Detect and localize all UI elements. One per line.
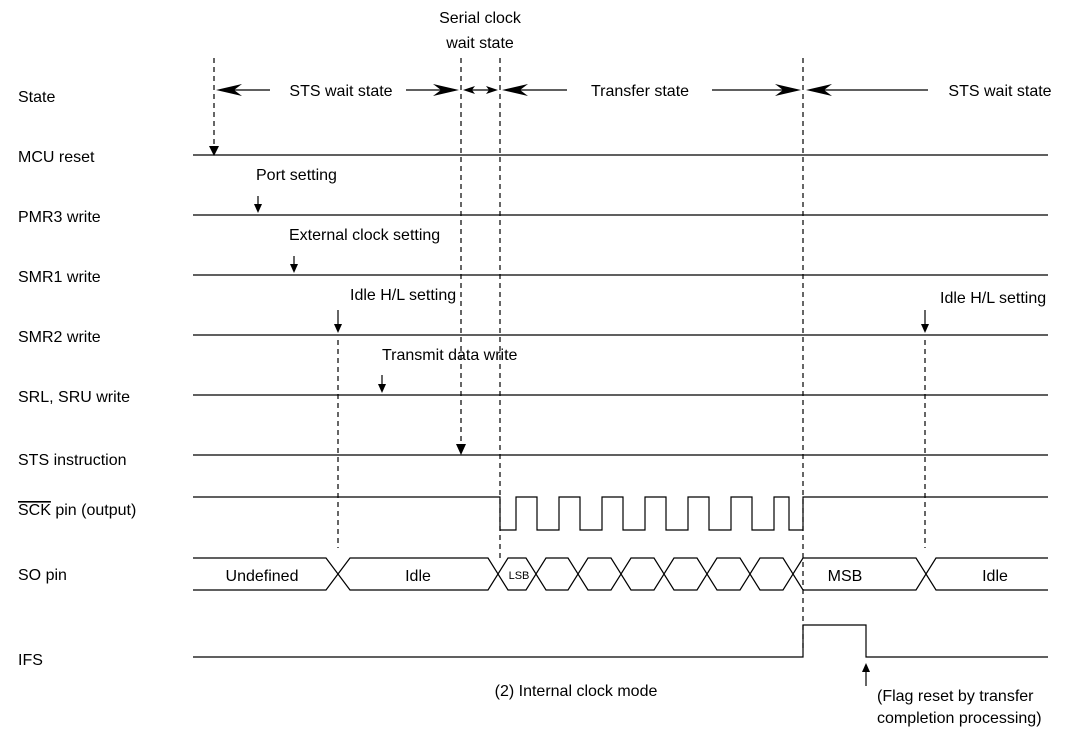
signal-lines bbox=[193, 154, 1048, 456]
vertical-dashed-lines bbox=[209, 58, 926, 650]
state-arrowhead-serial-right bbox=[486, 86, 498, 94]
state-label-sts-wait-2: STS wait state bbox=[948, 83, 1051, 100]
footnote-arrow-up bbox=[862, 663, 870, 672]
row-label-pmr3-write: PMR3 write bbox=[18, 209, 101, 226]
serial-clock-wait-label-line2: wait state bbox=[445, 35, 514, 52]
so-value-idle-1: Idle bbox=[405, 568, 431, 585]
arrow-transmit-data-write bbox=[378, 384, 386, 393]
state-arrowhead-transfer-left bbox=[502, 84, 528, 96]
state-arrowhead-serial-left bbox=[463, 86, 475, 94]
so-value-msb: MSB bbox=[828, 568, 863, 585]
annotation-idle-hl-setting-2: Idle H/L setting bbox=[940, 290, 1046, 307]
state-arrowhead-left-1 bbox=[216, 84, 242, 96]
row-label-ifs: IFS bbox=[18, 652, 43, 669]
arrow-idle-hl-setting-1 bbox=[334, 324, 342, 333]
sts-instruction-arrowhead bbox=[456, 444, 466, 455]
row-label-srl-sru-write: SRL, SRU write bbox=[18, 389, 130, 406]
annotation-port-setting: Port setting bbox=[256, 167, 337, 184]
state-label-transfer: Transfer state bbox=[591, 83, 689, 100]
row-label-smr1-write: SMR1 write bbox=[18, 269, 101, 286]
annotation-transmit-data-write: Transmit data write bbox=[382, 347, 518, 364]
row-label-state: State bbox=[18, 89, 55, 106]
so-value-idle-2: Idle bbox=[982, 568, 1008, 585]
row-label-mcu-reset: MCU reset bbox=[18, 149, 95, 166]
row-labels: State MCU reset PMR3 write SMR1 write SM… bbox=[18, 89, 136, 669]
annotations: Port setting External clock setting Idle… bbox=[254, 167, 1046, 393]
arrow-port-setting bbox=[254, 204, 262, 213]
footnote-line2: completion processing) bbox=[877, 710, 1042, 727]
caption: (2) Internal clock mode bbox=[495, 683, 658, 700]
so-pin-waveform: Undefined Idle LSB MSB Idle bbox=[193, 557, 1048, 591]
state-arrowhead-transfer-right bbox=[775, 84, 801, 96]
mcu-reset-arrowhead bbox=[209, 146, 219, 156]
ifs-waveform bbox=[193, 624, 1048, 658]
state-arrowhead-left-2 bbox=[806, 84, 832, 96]
state-arrowhead-right-1 bbox=[433, 84, 459, 96]
state-label-sts-wait-1: STS wait state bbox=[289, 83, 392, 100]
annotation-external-clock-setting: External clock setting bbox=[289, 227, 440, 244]
arrow-external-clock-setting bbox=[290, 264, 298, 273]
sck-rest: pin (output) bbox=[51, 502, 136, 519]
state-row: STS wait state Transfer state STS wait s… bbox=[216, 83, 1052, 100]
row-label-sts-instruction: STS instruction bbox=[18, 452, 126, 469]
row-label-smr2-write: SMR2 write bbox=[18, 329, 101, 346]
sck-waveform bbox=[193, 496, 1048, 531]
annotation-idle-hl-setting-1: Idle H/L setting bbox=[350, 287, 456, 304]
row-label-so-pin: SO pin bbox=[18, 567, 67, 584]
footnote-line1: (Flag reset by transfer bbox=[877, 688, 1034, 705]
so-value-undefined: Undefined bbox=[226, 568, 299, 585]
sck-overline-part: SCK bbox=[18, 502, 51, 519]
arrow-idle-hl-setting-2 bbox=[921, 324, 929, 333]
serial-clock-wait-label-line1: Serial clock bbox=[439, 10, 522, 27]
row-label-sck-pin: SCK pin (output) bbox=[18, 502, 136, 519]
so-value-lsb: LSB bbox=[509, 570, 530, 582]
